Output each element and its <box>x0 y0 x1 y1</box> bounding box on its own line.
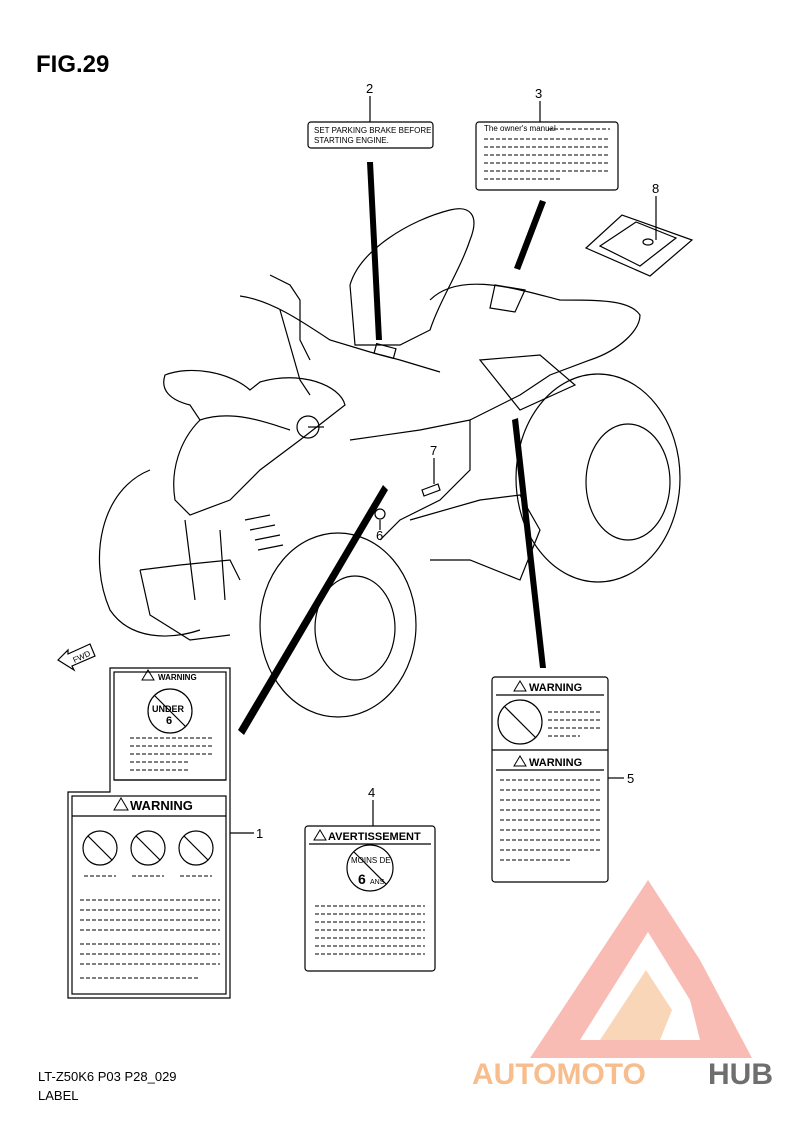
callout-2: 2 <box>366 81 373 96</box>
watermark-text: AUTOMOTO HUB <box>472 1058 773 1091</box>
figure-title: FIG.29 <box>36 51 109 78</box>
watermark-logo <box>530 880 752 1058</box>
label-4-badge-num: 6 <box>358 871 366 887</box>
footer-caption: LABEL <box>38 1088 78 1103</box>
watermark-word-2: HUB <box>708 1058 773 1091</box>
label-2-parking-brake: SET PARKING BRAKE BEFORE STARTING ENGINE… <box>307 121 434 149</box>
label-1-warning: WARNING UNDER 6 WARNING <box>67 667 231 999</box>
callout-4: 4 <box>368 785 375 800</box>
callout-5: 5 <box>627 771 634 786</box>
label-3-owners-manual: The owner's manual <box>475 121 619 191</box>
callout-numbers: 1 2 3 4 5 6 7 8 <box>256 81 659 841</box>
label-4-warning: AVERTISSEMENT <box>328 831 421 843</box>
label-5-warning-bottom: WARNING <box>529 757 582 769</box>
label-2-line2: STARTING ENGINE. <box>314 136 389 145</box>
label-8-tag <box>584 214 694 277</box>
callout-1: 1 <box>256 826 263 841</box>
label-5-warning-top: WARNING <box>529 682 582 694</box>
label-3-heading: The owner's manual <box>484 124 556 133</box>
watermark-word-1: AUTOMOTO <box>472 1058 646 1091</box>
atv-illustration <box>98 96 681 834</box>
callout-6: 6 <box>376 528 383 543</box>
label-4-avertissement: AVERTISSEMENT MOINS DE 6 ANS <box>304 825 436 972</box>
fwd-arrow: FWD <box>57 643 96 672</box>
footer-code: LT-Z50K6 P03 P28_029 <box>38 1069 177 1084</box>
label-1-under-num: 6 <box>166 715 172 727</box>
label-4-badge-unit: ANS <box>370 879 385 886</box>
label-5-warning: WARNING WARNING <box>491 676 609 883</box>
label-1-main-warning: WARNING <box>130 798 193 813</box>
label-1-top-warning: WARNING <box>158 673 197 682</box>
label-4-badge-line1: MOINS DE <box>351 856 391 865</box>
label-2-line1: SET PARKING BRAKE BEFORE <box>314 126 432 135</box>
callout-8: 8 <box>652 181 659 196</box>
callout-7: 7 <box>430 443 437 458</box>
callout-3: 3 <box>535 86 542 101</box>
